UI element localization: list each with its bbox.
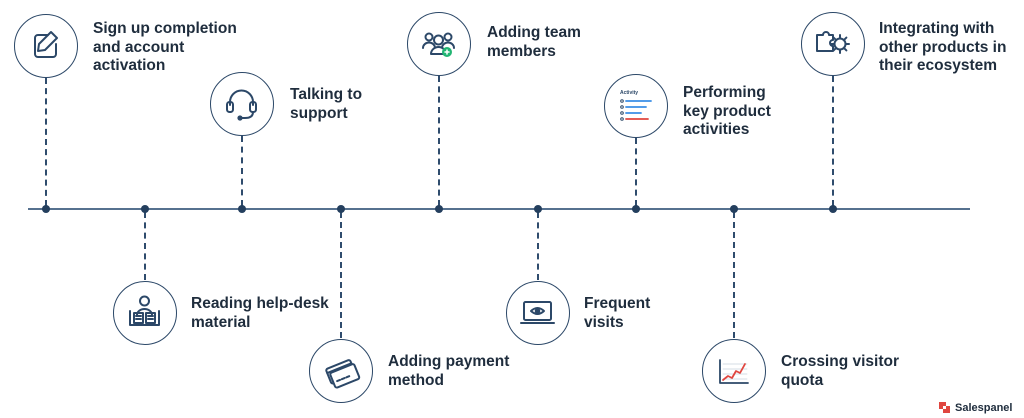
connector-8 — [733, 212, 735, 338]
timeline-dot-7 — [632, 205, 640, 213]
milestone-1-label: Sign up completion and account activatio… — [93, 20, 237, 74]
timeline-dot-1 — [42, 205, 50, 213]
milestone-8-circle — [702, 339, 766, 403]
connector-1 — [45, 78, 47, 206]
salespanel-logo-icon — [939, 402, 950, 413]
connector-7 — [635, 138, 637, 206]
milestone-1-circle — [14, 14, 78, 78]
connector-9 — [832, 76, 834, 206]
milestone-7-label: Performing key product activities — [683, 84, 771, 138]
timeline-dot-3 — [238, 205, 246, 213]
connector-4 — [340, 212, 342, 338]
payment-cards-icon — [325, 359, 361, 389]
timeline-dot-6 — [534, 205, 542, 213]
milestone-6-circle — [506, 281, 570, 345]
milestone-4-circle — [309, 339, 373, 403]
puzzle-pieces-icon — [816, 31, 850, 54]
timeline-dot-4 — [337, 205, 345, 213]
brand-footer: Salespanel — [939, 401, 1012, 415]
milestone-6-label: Frequent visits — [584, 295, 651, 331]
milestone-9-label: Integrating with other products in their… — [879, 20, 1007, 74]
milestone-3-label: Talking to support — [290, 86, 363, 122]
laptop-eye-icon — [520, 301, 555, 324]
timeline-dot-9 — [829, 205, 837, 213]
team-members-icon — [422, 32, 455, 57]
connector-3 — [241, 136, 243, 206]
activity-icon-text: Activity — [620, 90, 638, 96]
milestone-2-label: Reading help-desk material — [191, 295, 329, 331]
connector-2 — [144, 212, 146, 280]
milestone-8-label: Crossing visitor quota — [781, 353, 899, 389]
connector-5 — [438, 76, 440, 206]
milestone-7-circle: Activity — [604, 74, 668, 138]
timeline-dot-2 — [141, 205, 149, 213]
growth-chart-icon — [719, 359, 749, 384]
milestone-5-circle — [407, 12, 471, 76]
reading-book-icon — [129, 295, 160, 326]
timeline-dot-8 — [730, 205, 738, 213]
milestone-4-label: Adding payment method — [388, 353, 510, 389]
brand-name: Salespanel — [955, 402, 1013, 414]
milestone-9-circle — [801, 12, 865, 76]
connector-6 — [537, 212, 539, 280]
timeline-dot-5 — [435, 205, 443, 213]
pencil-edit-icon — [34, 31, 58, 58]
milestone-2-circle — [113, 281, 177, 345]
milestone-3-circle — [210, 72, 274, 136]
milestone-5-label: Adding team members — [487, 24, 581, 60]
headset-icon — [226, 89, 257, 121]
activity-list-icon: Activity — [620, 90, 652, 121]
timeline-axis — [28, 208, 970, 210]
